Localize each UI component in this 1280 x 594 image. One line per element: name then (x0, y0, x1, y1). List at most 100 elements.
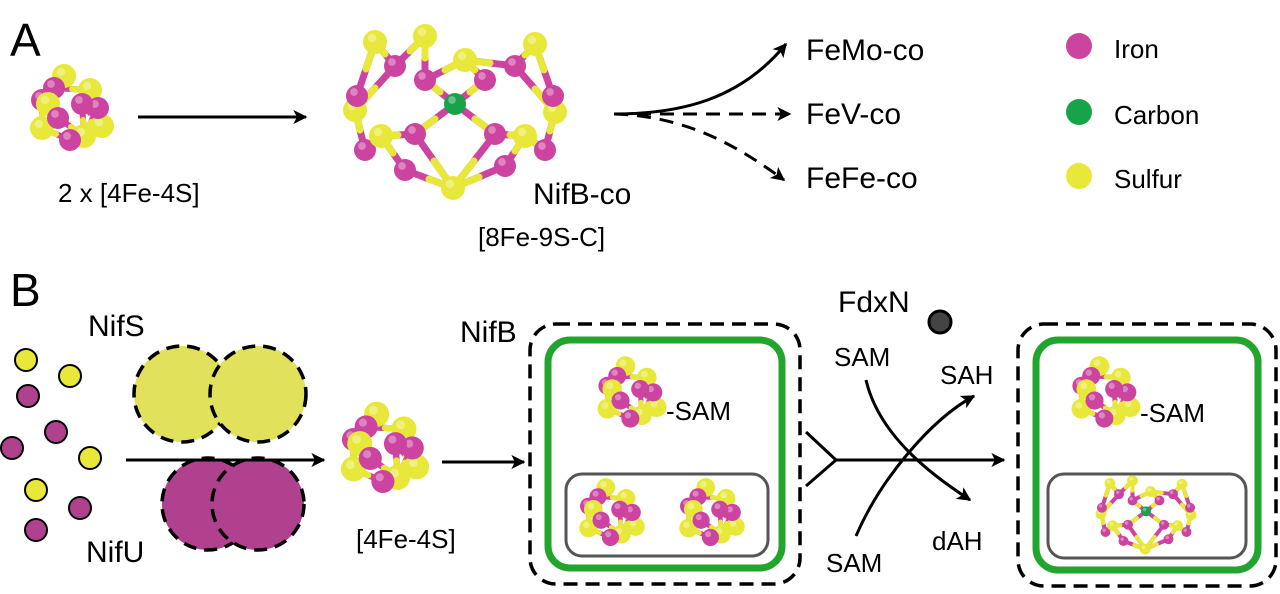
atom-highlight (600, 481, 607, 488)
atom-highlight (1080, 382, 1088, 390)
atom-highlight (345, 460, 355, 470)
iron-atom-icon (534, 139, 556, 161)
carbon-atom-icon (1141, 506, 1151, 517)
cluster-label-a: 2 x [4Fe-4S] (58, 178, 200, 208)
aux-site-box-left (564, 472, 770, 558)
nifu-label: NifU (86, 536, 144, 569)
atom-highlight (692, 490, 699, 497)
iron-atom-icon (71, 93, 93, 115)
iron-atom-icon (404, 123, 426, 145)
atom-highlight (1169, 490, 1174, 495)
atom-highlight (91, 100, 99, 108)
atom-highlight (34, 119, 44, 129)
legend: Iron Carbon Sulfur (1066, 33, 1199, 194)
legend-sulfur-icon (1066, 163, 1092, 189)
atom-highlight (478, 72, 486, 80)
iron-atom-icon (414, 69, 436, 91)
sulfur-atom-icon (646, 397, 667, 417)
atom-highlight (40, 95, 50, 105)
sam-input-top: SAM (834, 342, 890, 372)
atom-highlight (614, 503, 621, 510)
sulfur-atom-icon (726, 517, 745, 536)
iron-atom-icon (358, 446, 382, 470)
sulfur-atom-icon (1120, 397, 1141, 417)
atom-highlight (595, 514, 602, 521)
iron-atom-icon (1096, 502, 1107, 513)
panel-a-label: A (10, 14, 41, 66)
atom-highlight (396, 420, 406, 430)
atom-highlight (601, 402, 609, 409)
iron-atom-icon (24, 518, 48, 542)
atom-highlight (629, 520, 637, 527)
atom-highlight (726, 506, 733, 513)
atom-highlight (1165, 535, 1169, 540)
atom-highlight (1124, 400, 1132, 408)
iron-atom-icon (1123, 519, 1133, 530)
sam-cluster-icon (597, 356, 667, 428)
atom-highlight (508, 58, 516, 66)
aux-cluster-icon (579, 478, 645, 546)
sulfur-atom-icon (626, 517, 645, 536)
nifu-subunit (210, 456, 306, 552)
atom-highlight (1085, 369, 1092, 376)
atom-highlight (1147, 487, 1152, 492)
atom-highlight (1121, 385, 1129, 393)
fdxn-label: FdxN (838, 286, 910, 319)
nifs-label: NifS (88, 310, 145, 343)
cluster-4fe4s-icon (30, 64, 114, 151)
atom-highlight (611, 369, 618, 376)
reaction-fork (804, 430, 839, 488)
panel-b-label: B (10, 264, 41, 316)
atom-highlight (517, 127, 527, 137)
atom-highlight (582, 521, 590, 529)
atom-highlight (1156, 496, 1160, 501)
sulfur-atom-icon (441, 176, 465, 200)
atom-highlight (1178, 480, 1183, 485)
output-fev: FeV-co (806, 98, 901, 131)
sulfur-atom-icon (78, 446, 102, 470)
atom-highlight (408, 458, 418, 468)
sulfur-atom-icon (403, 454, 430, 480)
sam-tag-right: -SAM (1140, 398, 1205, 428)
nifb-enzyme-left (528, 322, 802, 586)
sulfur-atom-icon (363, 30, 387, 54)
atom-highlight (1115, 490, 1120, 495)
fdxn-dot-icon (927, 309, 953, 335)
iron-atom-icon (621, 409, 640, 428)
iron-atom-icon (47, 107, 69, 129)
atom-highlight (605, 531, 612, 538)
atom-highlight (350, 88, 358, 96)
iron-atom-icon (701, 528, 720, 546)
atom-highlight (720, 492, 727, 499)
cluster-4fe4s-icon (340, 401, 430, 494)
atom-highlight (1108, 382, 1115, 389)
atom-highlight (714, 503, 721, 510)
atom-highlight (1098, 412, 1106, 419)
atom-highlight (614, 394, 622, 401)
iron-atom-icon (59, 129, 81, 151)
atom-highlight (620, 492, 627, 499)
atom-highlight (527, 35, 537, 45)
atom-highlight (695, 514, 702, 521)
sulfur-atom-icon (1127, 475, 1138, 487)
atom-highlight (51, 110, 59, 118)
sulfur-atom-icon (413, 24, 437, 48)
cluster-label-b: [4Fe-4S] (356, 524, 456, 554)
atom-highlight (700, 481, 707, 488)
nifu-dimer (160, 456, 306, 552)
atom-highlight (1114, 370, 1122, 378)
sah-label: SAH (940, 360, 993, 390)
iron-atom-icon (384, 55, 406, 77)
atom-highlight (1142, 507, 1147, 512)
sam-tag-left: -SAM (666, 396, 731, 426)
nifb-enzyme-right (1016, 322, 1278, 588)
iron-atom-icon (611, 391, 630, 410)
legend-carbon-icon (1066, 99, 1092, 125)
sulfur-atom-icon (369, 124, 393, 148)
iron-atom-icon (631, 380, 650, 399)
sulfur-atom-icon (1107, 520, 1119, 532)
iron-atom-icon (1185, 502, 1196, 513)
atom-highlight (729, 520, 737, 527)
iron-atom-icon (601, 528, 620, 546)
atom-highlight (358, 142, 366, 150)
